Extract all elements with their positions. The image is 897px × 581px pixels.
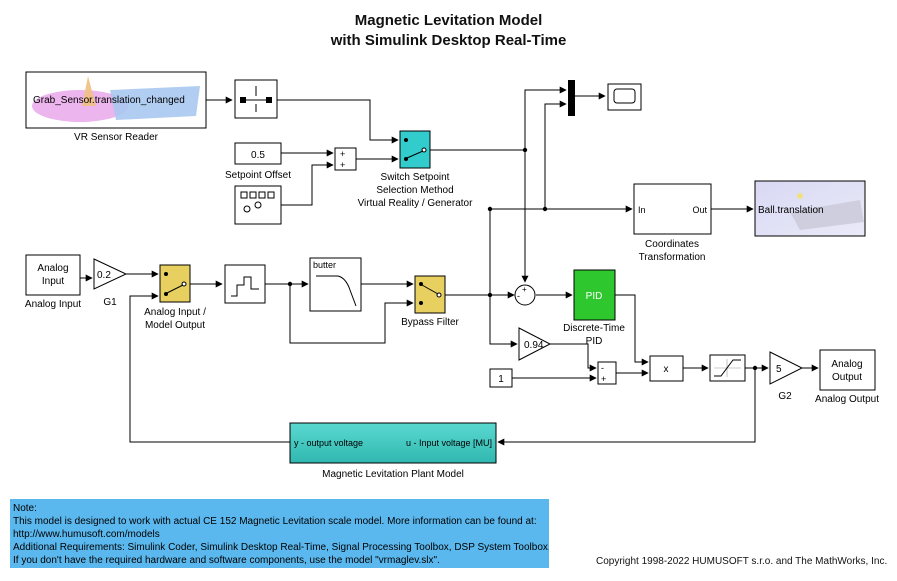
pid-label: PID xyxy=(586,291,603,302)
analog-input-line2: Input xyxy=(42,276,64,287)
switch-analog-input-block[interactable] xyxy=(159,264,191,303)
note-line: This model is designed to work with actu… xyxy=(13,516,537,527)
note-line: Additional Requirements: Simulink Coder,… xyxy=(13,542,549,553)
sum-block-offset[interactable]: - + xyxy=(597,361,617,385)
note-line: If you don't have the required hardware … xyxy=(13,555,440,566)
pid-name-1: Discrete-Time xyxy=(563,323,625,334)
vr-sensor-reader-name: VR Sensor Reader xyxy=(74,132,159,143)
sum1-sign-bottom: + xyxy=(340,160,345,170)
gain-094-value: 0.94 xyxy=(524,340,544,351)
product-block[interactable]: x xyxy=(649,355,684,382)
g1-gain-value: 0.2 xyxy=(97,270,111,281)
setpoint-offset-name: Setpoint Offset xyxy=(225,170,291,181)
zero-order-hold-block[interactable] xyxy=(224,264,266,304)
pid-name-2: PID xyxy=(586,336,603,347)
product-label: x xyxy=(664,364,669,375)
coordinates-transformation-block[interactable]: In Out xyxy=(633,183,712,235)
branch-points xyxy=(287,147,758,371)
note-line: http://www.humusoft.com/models xyxy=(13,529,160,540)
sum2-sign-top: + xyxy=(522,285,527,294)
analog-input-name: Analog Input xyxy=(25,299,81,310)
note-annotation: Note: This model is designed to work wit… xyxy=(10,499,549,568)
switch-analog-name-2: Model Output xyxy=(145,320,205,331)
signal-generator-block[interactable] xyxy=(234,185,282,225)
constant-one-block[interactable]: 1 xyxy=(489,368,513,388)
signal-wires xyxy=(80,86,819,446)
switch-setpoint-name-1: Switch Setpoint xyxy=(381,172,450,183)
vr-sensor-reader-block[interactable]: Grab_Sensor.translation_changed xyxy=(25,71,207,129)
pid-controller-block[interactable]: PID xyxy=(573,269,616,321)
sum3-sign-top: - xyxy=(601,363,604,373)
copyright-text: Copyright 1998-2022 HUMUSOFT s.r.o. and … xyxy=(596,556,888,567)
constant-one-value: 1 xyxy=(498,374,504,385)
diagram-title-line1: Magnetic Levitation Model xyxy=(354,12,543,29)
analog-input-block[interactable]: Analog Input xyxy=(25,254,81,296)
butter-label: butter xyxy=(313,260,336,270)
g2-gain-value: 5 xyxy=(776,364,782,375)
switch-analog-name-1: Analog Input / xyxy=(144,307,206,318)
sum-block-error[interactable]: - + xyxy=(514,284,536,306)
coords-out-label: Out xyxy=(692,205,707,215)
plant-left-port-label: y - output voltage xyxy=(294,438,363,448)
g2-gain-name: G2 xyxy=(778,391,792,402)
sum2-sign-left: - xyxy=(517,291,520,301)
ball-translation-label: Ball.translation xyxy=(758,205,824,216)
mux-block[interactable] xyxy=(234,79,278,119)
scope-block[interactable] xyxy=(607,83,642,111)
gain-094-block[interactable]: 0.94 xyxy=(518,327,552,361)
switch-setpoint-name-2: Selection Method xyxy=(376,185,453,196)
diagram-title-line2: with Simulink Desktop Real-Time xyxy=(330,32,567,49)
butter-filter-block[interactable]: butter xyxy=(309,257,362,312)
analog-output-line2: Output xyxy=(832,372,862,383)
plant-right-port-label: u - Input voltage [MU] xyxy=(406,438,492,448)
analog-input-line1: Analog xyxy=(37,263,68,274)
maglev-plant-name: Magnetic Levitation Plant Model xyxy=(322,469,464,480)
coords-in-label: In xyxy=(638,205,646,215)
coordinates-transformation-name-2: Transformation xyxy=(639,252,706,263)
switch-setpoint-name-3: Virtual Reality / Generator xyxy=(358,198,474,209)
g1-gain-block[interactable]: 0.2 xyxy=(93,258,128,290)
bypass-filter-switch-block[interactable] xyxy=(414,275,446,314)
bypass-filter-name: Bypass Filter xyxy=(401,317,459,328)
g1-gain-name: G1 xyxy=(103,297,117,308)
analog-output-block[interactable]: Analog Output xyxy=(819,349,876,391)
mux-block-scope[interactable] xyxy=(568,80,575,116)
saturation-block[interactable] xyxy=(709,354,746,382)
sum-block-setpoint[interactable]: + + xyxy=(334,147,357,171)
g2-gain-block[interactable]: 5 xyxy=(769,351,804,385)
vr-sensor-port-label: Grab_Sensor.translation_changed xyxy=(33,95,185,106)
analog-output-name: Analog Output xyxy=(815,394,879,405)
setpoint-offset-value: 0.5 xyxy=(251,150,265,161)
sum3-sign-bottom: + xyxy=(601,374,606,384)
coordinates-transformation-name-1: Coordinates xyxy=(645,239,699,250)
analog-output-line1: Analog xyxy=(831,359,862,370)
setpoint-offset-block[interactable]: 0.5 xyxy=(234,142,282,165)
maglev-plant-block[interactable]: y - output voltage u - Input voltage [MU… xyxy=(289,422,497,464)
ball-translation-block[interactable]: Ball.translation xyxy=(754,180,866,237)
note-line: Note: xyxy=(13,503,37,514)
sum1-sign-top: + xyxy=(340,149,345,159)
switch-setpoint-block[interactable] xyxy=(399,130,431,169)
